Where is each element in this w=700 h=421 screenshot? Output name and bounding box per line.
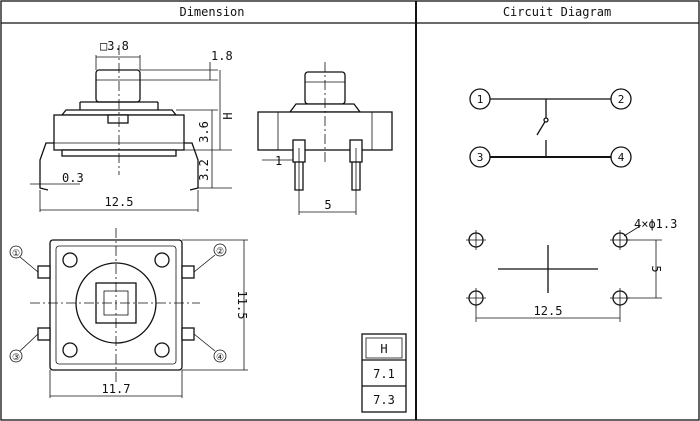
stem: [95, 69, 141, 103]
circuit-header: Circuit Diagram: [503, 5, 611, 19]
dim-stem-square: □3.8: [100, 39, 129, 53]
dim-body-height: 3.6: [197, 121, 211, 143]
side-lead-label: 1: [275, 154, 282, 168]
height-value-1: 7.1: [373, 367, 395, 381]
right-side-view: 1 5: [257, 62, 393, 215]
top-view: ① ② ③ ④ 11.7 11.5: [9, 228, 249, 398]
left-lead: [39, 142, 54, 191]
terminal-2: [610, 88, 632, 110]
dim-stem-height: 1.8: [211, 49, 233, 63]
pin-label-4: ④: [216, 353, 224, 363]
dim-height-symbol: H: [221, 112, 235, 119]
circuit-schematic: 1 2 3 4: [469, 88, 632, 168]
pin-label-2: ②: [216, 247, 224, 257]
dim-lead-length: 3.2: [197, 159, 211, 181]
svg-text:1: 1: [477, 93, 484, 106]
dimension-header: Dimension: [179, 5, 244, 19]
height-value-2: 7.3: [373, 393, 395, 407]
dim-body-width: 12.5: [105, 195, 134, 209]
pin-label-3: ③: [12, 353, 20, 363]
svg-text:2: 2: [618, 93, 625, 106]
right-lead: [184, 142, 199, 191]
hole-spec: 4×ϕ1.3: [634, 217, 677, 231]
dim-lead-thickness: 0.3: [62, 171, 84, 185]
dim-bottom-width: 11.7: [102, 382, 131, 396]
dim-bottom-height: 11.5: [235, 291, 249, 320]
terminal-1: [469, 88, 491, 110]
terminal-3: [469, 146, 491, 168]
svg-text:4: 4: [618, 151, 625, 164]
pin-label-1: ①: [12, 249, 20, 259]
height-table-header: H: [380, 342, 387, 356]
hole-pitch-v: 5: [649, 265, 663, 272]
dim-pin-pitch-side: 5: [324, 198, 331, 212]
hole-pitch-h: 12.5: [534, 304, 563, 318]
terminal-4: [610, 146, 632, 168]
height-table: H 7.1 7.3: [361, 333, 407, 413]
front-side-view: □3.8 1.8 H 3.6 3.2 0.3 12.5: [30, 39, 235, 212]
pcb-footprint: 4×ϕ1.3 5 12.5: [466, 217, 677, 322]
svg-text:3: 3: [477, 151, 484, 164]
